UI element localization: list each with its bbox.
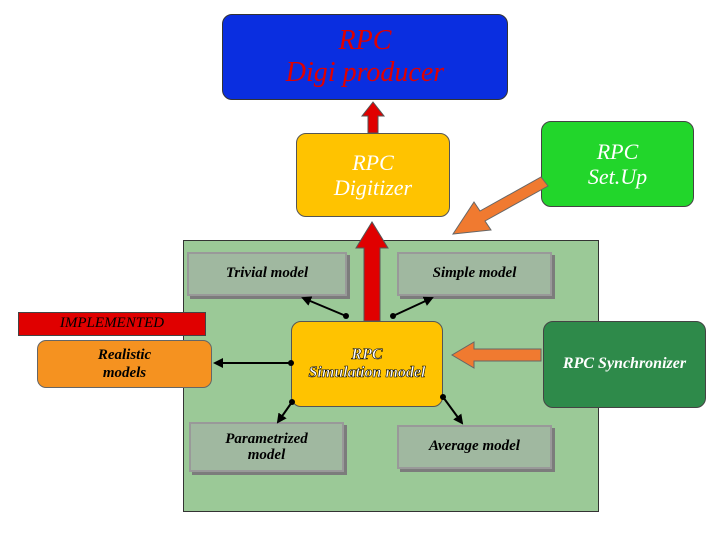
connector-dot <box>288 360 294 366</box>
red-arrow-to-digitizer <box>355 221 389 322</box>
orange-arrow-from-synchronizer <box>451 341 542 369</box>
digitizer-box: RPC Digitizer <box>296 133 450 217</box>
connector-dot <box>343 313 349 319</box>
setup-box: RPC Set.Up <box>541 121 694 207</box>
connector-average <box>442 396 464 425</box>
connector-simple <box>392 296 434 317</box>
orange-arrow-from-setup <box>452 176 549 235</box>
synchronizer-box: RPC Synchronizer <box>543 321 706 408</box>
simple-model-box: Simple model <box>397 252 552 296</box>
digi-producer-box: RPC Digi producer <box>222 14 508 100</box>
connector-trivial <box>301 296 347 317</box>
connector-dot <box>440 394 446 400</box>
average-model-box: Average model <box>397 425 552 469</box>
connector-dot <box>390 313 396 319</box>
implemented-label: IMPLEMENTED <box>18 312 206 336</box>
red-arrow-to-producer <box>360 101 386 134</box>
trivial-model-box: Trivial model <box>187 252 347 296</box>
parametrized-model-box: Parametrized model <box>189 422 344 472</box>
simulation-model-box: RPC Simulation model <box>291 321 443 407</box>
realistic-models-box: Realistic models <box>37 340 212 388</box>
connector-parametrized <box>276 401 293 424</box>
connector-dot <box>289 399 295 405</box>
